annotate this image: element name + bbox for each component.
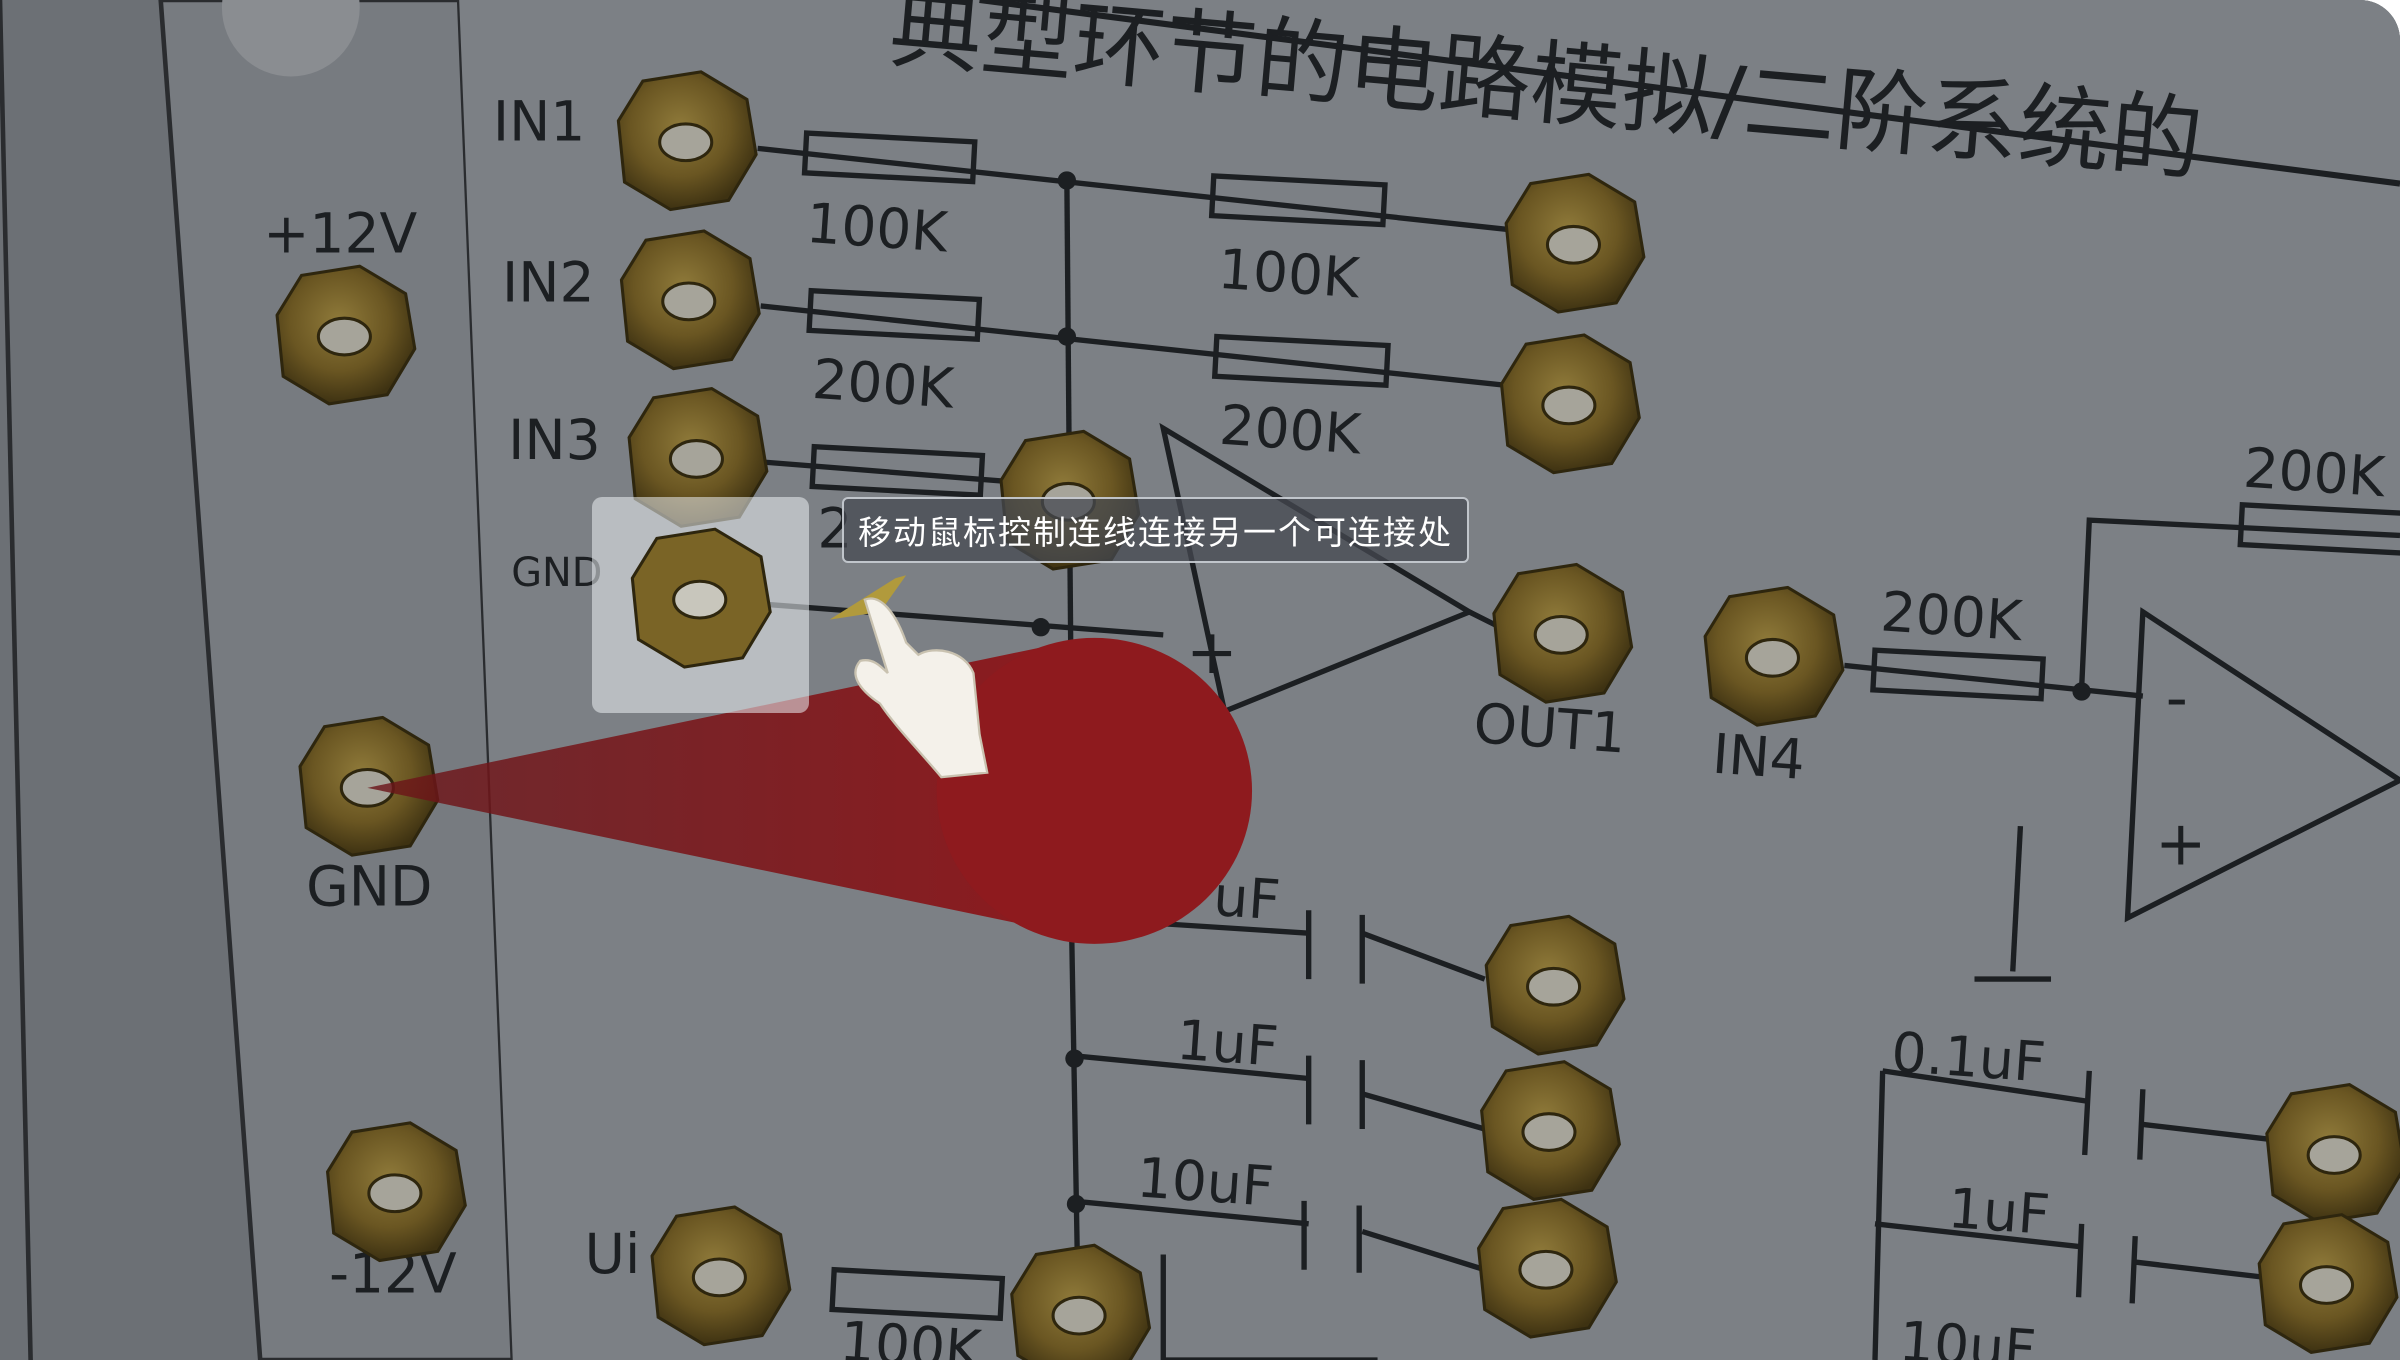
label-in2: IN2 [502,250,595,314]
capacitor-label: 1uF [1175,1008,1281,1079]
jack-gnd-input[interactable] [592,497,809,713]
tooltip-text: 移动鼠标控制连线连接另一个可连接处 [858,513,1453,552]
patch-wire-plug[interactable] [936,637,1253,944]
capacitor-label: 10uF [1135,1145,1276,1218]
jack-output-1[interactable] [1504,172,1646,314]
resistor-label: 200K [1879,579,2026,653]
opamp-plus-sign: + [2155,808,2206,879]
jack-in4[interactable] [1703,585,1845,727]
label-ui: Ui [585,1222,641,1286]
jack-cap-4[interactable] [2265,1083,2400,1224]
label-plus12v: +12V [263,201,417,265]
resistor-label: 200K [810,347,957,421]
label-gnd-input: GND [511,550,602,596]
jack-out1[interactable] [1492,562,1634,704]
opamp-minus-sign: - [2166,663,2188,734]
jack-output-2[interactable] [1500,333,1641,475]
resistor-label: 200K [1217,393,1364,467]
label-out1: OUT1 [1472,691,1628,765]
label-gnd-power: GND [306,855,432,919]
jack-ui[interactable] [650,1205,792,1347]
resistor-label: 100K [1216,237,1363,311]
jack-cap-2[interactable] [1480,1060,1621,1201]
instruction-tooltip: 移动鼠标控制连线连接另一个可连接处 [842,497,1469,563]
power-strip [158,0,516,1360]
jack-minus12v[interactable] [326,1121,467,1263]
label-in3: IN3 [508,408,601,472]
label-in1: IN1 [493,90,586,154]
screw-icon [221,0,360,77]
jack-in1[interactable] [616,70,758,212]
capacitor-label: 1uF [1946,1176,2052,1247]
jack-cap-5[interactable] [2257,1213,2399,1354]
resistor-label: 200K [2241,436,2388,510]
jack-cap-1[interactable] [1484,914,1626,1056]
resistor-label: 100K [838,1309,985,1360]
label-in4: IN4 [1710,722,1807,792]
resistor-label: 100K [804,191,951,265]
capacitor-label: 0.1uF [1889,1020,2047,1095]
jack-in2[interactable] [619,229,761,371]
jack-cap-3[interactable] [1477,1197,1618,1339]
target-jack-highlight[interactable] [592,497,809,713]
jack-plus12v[interactable] [275,264,417,406]
capacitor-label: 10uF [1897,1309,2038,1360]
